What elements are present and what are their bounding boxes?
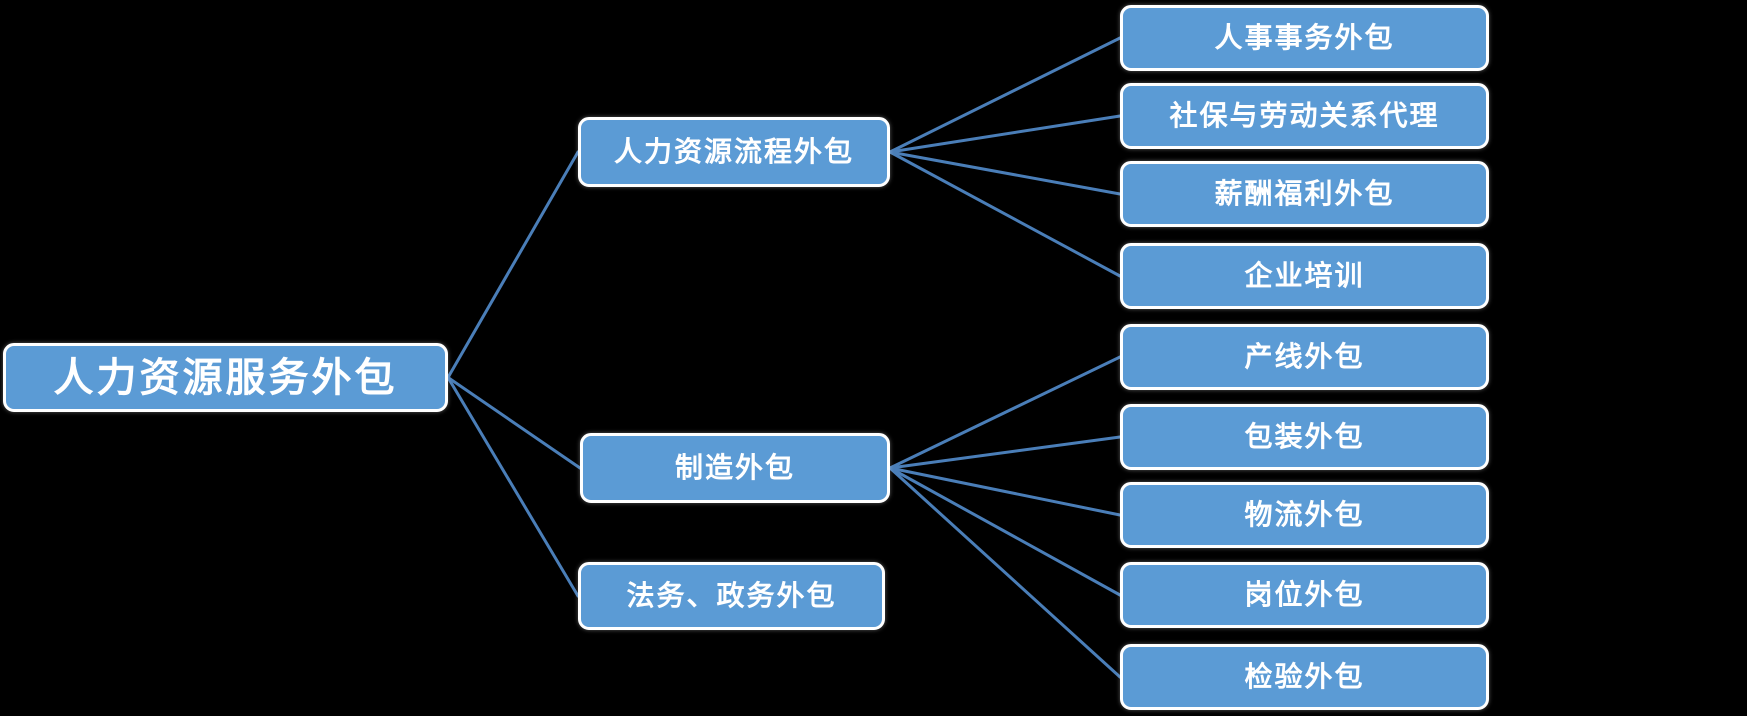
node-corporate-training: 企业培训 bbox=[1120, 243, 1489, 309]
node-production-line-outsourcing: 产线外包 bbox=[1120, 324, 1489, 390]
connector-hr-process-outsourcing-to-compensation-benefits-outsourcing bbox=[888, 150, 1122, 196]
connector-hr-service-outsourcing-to-manufacturing-outsourcing bbox=[446, 376, 582, 470]
node-label-manufacturing-outsourcing: 制造外包 bbox=[674, 451, 795, 484]
node-hr-process-outsourcing: 人力资源流程外包 bbox=[578, 117, 890, 187]
node-label-hr-process-outsourcing: 人力资源流程外包 bbox=[613, 135, 854, 168]
node-position-outsourcing: 岗位外包 bbox=[1120, 562, 1489, 628]
node-label-hr-service-outsourcing: 人力资源服务外包 bbox=[53, 354, 398, 401]
connector-manufacturing-outsourcing-to-packaging-outsourcing bbox=[888, 435, 1122, 470]
connector-hr-process-outsourcing-to-social-security-labor-relations-agency bbox=[888, 114, 1122, 154]
node-label-inspection-outsourcing: 检验外包 bbox=[1244, 660, 1365, 693]
node-manufacturing-outsourcing: 制造外包 bbox=[580, 433, 890, 503]
node-logistics-outsourcing: 物流外包 bbox=[1120, 482, 1489, 548]
connector-manufacturing-outsourcing-to-inspection-outsourcing bbox=[888, 466, 1122, 679]
node-packaging-outsourcing: 包装外包 bbox=[1120, 404, 1489, 470]
connector-hr-process-outsourcing-to-personnel-affairs-outsourcing bbox=[888, 36, 1122, 154]
node-label-personnel-affairs-outsourcing: 人事事务外包 bbox=[1214, 21, 1395, 54]
node-label-legal-government-outsourcing: 法务、政务外包 bbox=[626, 579, 837, 612]
node-label-compensation-benefits-outsourcing: 薪酬福利外包 bbox=[1214, 177, 1395, 210]
node-label-production-line-outsourcing: 产线外包 bbox=[1244, 340, 1365, 373]
node-personnel-affairs-outsourcing: 人事事务外包 bbox=[1120, 5, 1489, 71]
connector-manufacturing-outsourcing-to-position-outsourcing bbox=[888, 466, 1122, 597]
node-legal-government-outsourcing: 法务、政务外包 bbox=[578, 562, 885, 630]
connector-manufacturing-outsourcing-to-production-line-outsourcing bbox=[888, 355, 1122, 470]
node-label-social-security-labor-relations-agency: 社保与劳动关系代理 bbox=[1169, 99, 1440, 132]
node-label-corporate-training: 企业培训 bbox=[1244, 259, 1365, 292]
node-inspection-outsourcing: 检验外包 bbox=[1120, 644, 1489, 710]
connector-hr-service-outsourcing-to-hr-process-outsourcing bbox=[446, 150, 580, 379]
node-compensation-benefits-outsourcing: 薪酬福利外包 bbox=[1120, 161, 1489, 227]
connector-manufacturing-outsourcing-to-logistics-outsourcing bbox=[888, 466, 1122, 517]
node-label-logistics-outsourcing: 物流外包 bbox=[1244, 498, 1365, 531]
node-label-packaging-outsourcing: 包装外包 bbox=[1244, 420, 1365, 453]
node-label-position-outsourcing: 岗位外包 bbox=[1244, 578, 1365, 611]
node-social-security-labor-relations-agency: 社保与劳动关系代理 bbox=[1120, 83, 1489, 149]
node-hr-service-outsourcing: 人力资源服务外包 bbox=[3, 343, 448, 412]
connector-hr-process-outsourcing-to-corporate-training bbox=[888, 150, 1122, 278]
connector-hr-service-outsourcing-to-legal-government-outsourcing bbox=[446, 376, 580, 598]
